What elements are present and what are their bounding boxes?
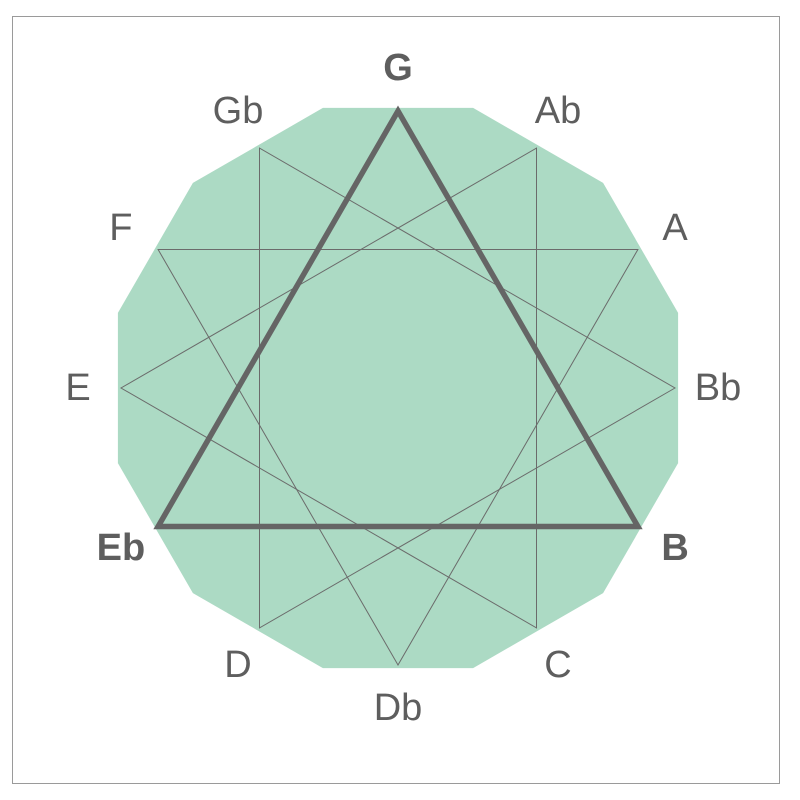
note-label-bb: Bb xyxy=(695,367,741,409)
note-label-a: A xyxy=(662,207,688,249)
dodecagon-shape xyxy=(117,107,679,669)
note-labels: G AbA BbB C Db D Eb E F Gb xyxy=(65,47,741,729)
triangle-A-Db-F xyxy=(157,249,639,666)
highlighted-triad xyxy=(153,105,643,530)
triangle-Bb-D-Gb xyxy=(259,147,676,629)
note-label-db: Db xyxy=(374,687,423,729)
note-label-f: F xyxy=(109,207,132,249)
note-label-eb: Eb xyxy=(97,527,146,569)
note-label-e: E xyxy=(65,367,90,409)
note-label-g: G xyxy=(383,47,413,89)
note-label-ab: Ab xyxy=(535,90,581,132)
triangle-Ab-C-E xyxy=(120,147,537,629)
note-label-b: B xyxy=(661,527,688,569)
note-label-gb: Gb xyxy=(213,90,264,132)
note-label-c: C xyxy=(544,644,571,686)
note-label-d: D xyxy=(224,644,251,686)
